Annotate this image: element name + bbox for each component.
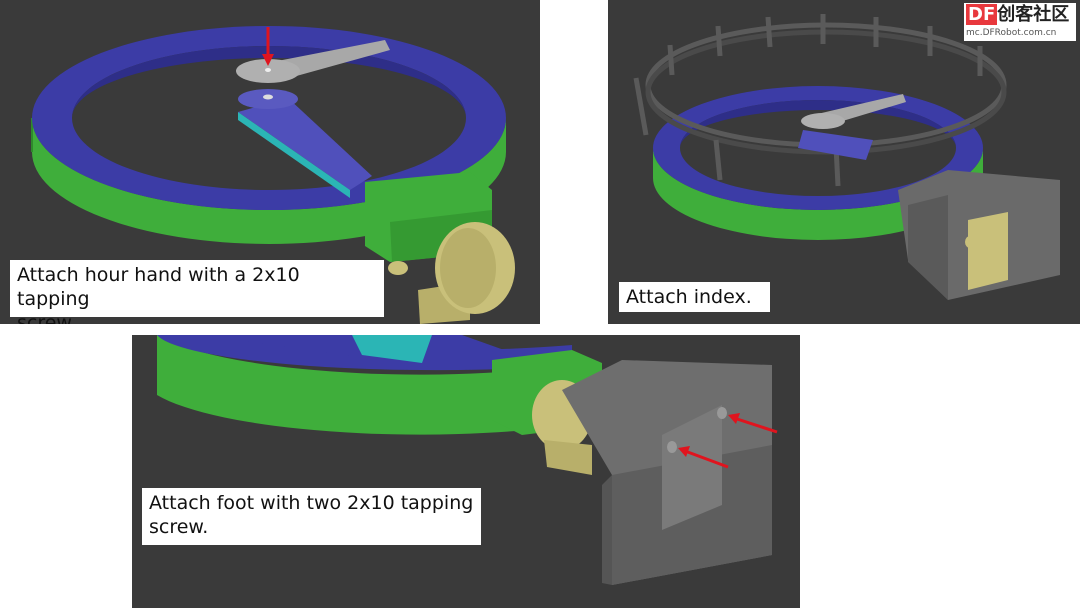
cage-post — [667, 44, 675, 76]
motor-visible — [968, 212, 1008, 290]
cross-arm-top — [798, 130, 873, 160]
caption-index: Attach index. — [619, 282, 770, 312]
arrow-head-icon — [262, 54, 274, 66]
ring-inner-wall — [680, 100, 956, 148]
foot-render — [157, 335, 778, 585]
index-render — [633, 14, 1060, 300]
foot-edge — [602, 475, 612, 585]
motor-face — [440, 228, 496, 308]
foot-slot — [662, 405, 722, 530]
hub-screw-hole — [263, 94, 273, 100]
motor-tab — [388, 261, 408, 275]
cage-post — [633, 77, 649, 136]
step-image-foot: Attach foot with two 2x10 tapping screw. — [132, 335, 800, 608]
cross-arm-side — [352, 335, 432, 363]
cage-post — [713, 139, 723, 181]
cage-post — [715, 25, 723, 57]
hour-hand-hub — [801, 113, 845, 129]
watermark-cn: 创客社区 — [997, 4, 1070, 25]
arrow-shaft — [733, 416, 778, 434]
watermark-df: DF — [966, 4, 998, 25]
hour-hand-screw — [265, 68, 271, 72]
motor-tab — [965, 236, 975, 248]
arrow-shaft — [684, 449, 729, 469]
cross-arm-side — [238, 112, 350, 198]
foot-screw — [667, 441, 677, 453]
arrow-head-icon — [728, 413, 740, 424]
caption-hour-hand: Attach hour hand with a 2x10 tapping scr… — [10, 260, 384, 324]
cage-post — [765, 16, 773, 48]
hour-hand-render — [31, 25, 515, 324]
foot-side — [908, 195, 948, 300]
step-image-index: Attach index. — [608, 0, 1080, 324]
cross-arm-top — [238, 98, 372, 190]
ring-inner-wall — [72, 46, 466, 119]
watermark-url: mc.DFRobot.com.cn — [966, 28, 1057, 38]
ring-side — [653, 148, 983, 240]
step-image-hour-hand: Attach hour hand with a 2x10 tapping scr… — [0, 0, 540, 324]
foot-screw — [717, 407, 727, 419]
caption-foot: Attach foot with two 2x10 tapping screw. — [142, 488, 481, 545]
ring-side — [157, 335, 572, 435]
motor-base — [544, 440, 592, 475]
arrow-head-icon — [678, 446, 690, 457]
